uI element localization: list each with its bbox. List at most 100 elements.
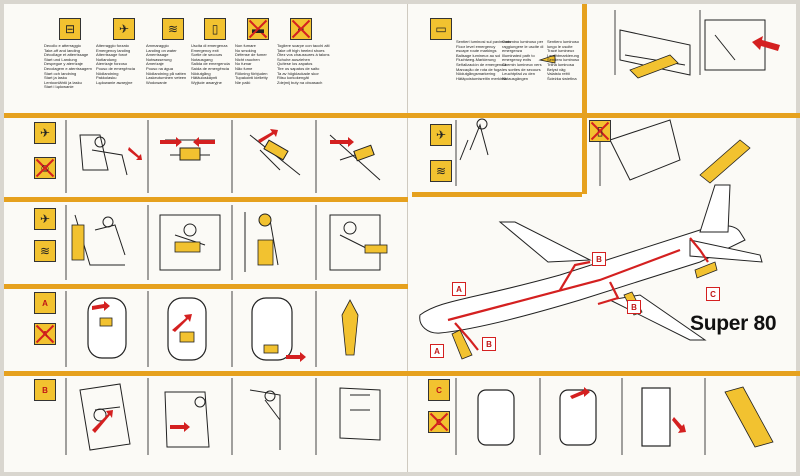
row2-cushions	[71, 224, 388, 266]
row2-water-symbol: ≋	[34, 240, 56, 262]
caption-line: Ammaraggio	[146, 43, 169, 48]
diagram-label: A	[434, 346, 440, 356]
diagram-exit-a-left: A	[452, 282, 466, 296]
caption-line: Trilha luminosa	[547, 61, 574, 67]
yellow-band-4	[4, 371, 800, 376]
caption-line: emergency exits	[502, 57, 532, 63]
caption-line: Start und Landung	[44, 56, 77, 62]
caption-line: Nödutgång	[191, 70, 211, 76]
diagram-label: B	[631, 302, 637, 312]
caption-line: Tracé lumineux	[547, 48, 575, 54]
row3-handles	[99, 299, 359, 356]
row1-arrows	[128, 129, 354, 160]
row4-arrows	[92, 410, 190, 433]
caption-line: Sentiero luminoso	[547, 39, 580, 44]
caption-line: Zdejmij buty na obcasach	[277, 79, 323, 85]
exit-b-label: B	[42, 385, 48, 395]
yellow-vband	[582, 4, 587, 194]
caption-line: emergenza	[502, 48, 523, 54]
caption-line: Wodowanie	[146, 79, 167, 85]
caption-line: Emergency exit	[191, 47, 219, 53]
caption-line: Ścieżka świetlna	[547, 75, 577, 81]
door-icon: ▯	[211, 22, 219, 36]
plane-icon: ✈	[39, 126, 51, 140]
caption-line: Quítese los zapatos	[277, 61, 313, 67]
diagram-label: C	[710, 289, 716, 299]
caption-line: escape route markings	[456, 48, 497, 54]
right-slides	[538, 54, 751, 184]
caption-line: Cammino luminoso per	[502, 39, 544, 44]
caption-line: Leuchtmarkierung	[547, 52, 580, 58]
caption-line: Take off high heeled shoes	[277, 47, 325, 53]
caption-line: Chemin lumineux vers	[502, 61, 542, 67]
aircraft-title: Super 80	[690, 312, 777, 335]
row3-exit-a-symbol: A	[34, 292, 56, 314]
yellow-band-1	[4, 113, 800, 118]
caption-line: Señalización de emergencia	[456, 61, 507, 67]
row3-doors	[87, 297, 293, 361]
escape-route-lines	[447, 237, 709, 351]
caption-line: Défense de fumer	[235, 52, 267, 58]
caption-line: Schuhe ausziehen	[277, 56, 310, 62]
caption-line: Não fume	[235, 65, 253, 71]
floor-path-symbol: ▭	[430, 18, 452, 40]
caption-line: Nödutgångsmarkering	[456, 71, 496, 77]
bottom-right-arrows	[570, 387, 686, 433]
yellow-band-5	[412, 192, 582, 197]
caption-line: Lądowanie awaryjne	[96, 79, 133, 85]
row1-illustrations	[79, 134, 381, 181]
row2-illustrations	[74, 212, 381, 272]
diagram-exit-a-right: A	[430, 344, 444, 358]
exit-a-label: A	[42, 298, 48, 308]
caption-line: Hätäpoistumisreitin merkintä	[456, 75, 507, 81]
row4-exit-b-symbol: B	[34, 379, 56, 401]
diagram-exit-c-tail: C	[706, 287, 720, 301]
emergency-landing-symbol: ✈	[113, 18, 135, 40]
caption-line: Lentoonlähtö ja lasku	[44, 79, 82, 85]
caption-line: Despegue y aterrizaje	[44, 61, 83, 67]
wave-icon: ≋	[167, 22, 179, 36]
diagram-label: B	[596, 254, 602, 264]
diagram-exit-b-right: B	[482, 337, 496, 351]
caption-line: Décollage et atterrissage	[44, 52, 89, 58]
caption-line: Start i lądowanie	[44, 84, 74, 90]
caption-line: Floor level emergency	[456, 43, 496, 49]
plane-down-icon: ✈	[118, 22, 130, 36]
caption-line: Aterrizaje forzoso	[96, 61, 128, 67]
row2-landing-symbol: ✈	[34, 208, 56, 230]
caption-line: Notausgang	[191, 56, 213, 62]
caption-line: Nie palić	[235, 79, 251, 85]
plane-down-icon: ✈	[39, 212, 51, 226]
caption-line: No fumar	[235, 61, 252, 67]
caption-line: Tire os sapatos de salto	[277, 65, 320, 71]
caption-line: Tupakointi kielletty	[235, 75, 268, 81]
exit-c-label: C	[436, 385, 442, 395]
caption-line: Sentieri luminosi sul pavimento	[456, 39, 512, 44]
row4-illustrations	[79, 383, 381, 451]
caption-line: Wyjście awaryjne	[191, 79, 222, 85]
caption-line: Decollo e atterraggio	[44, 43, 81, 48]
caption-line: Laskeutuminen veteen	[146, 75, 187, 81]
caption-line: Notwasserung	[146, 56, 172, 62]
row1-takeoff-symbol: ✈	[34, 122, 56, 144]
exit-door-symbol: ▯	[204, 18, 226, 40]
caption-line: Leuchtpfad zu den	[502, 71, 535, 77]
right-top-illustrations	[459, 19, 766, 181]
caption-line: lungo le uscite	[547, 43, 573, 49]
caption-line: Pouso de emergência	[96, 65, 135, 71]
exit-b-blocked-symbol: ▯	[589, 120, 611, 142]
caption-line: Uscita di emergenza	[191, 43, 228, 48]
exit-c-blocked-symbol: C	[428, 411, 450, 433]
caption-line: Saída de emergência	[191, 65, 230, 71]
caption-line: Fluchtweg-Markierung	[456, 57, 496, 63]
row3-exit-a-blocked-symbol: A	[34, 323, 56, 345]
caption-line: Pouso na água	[146, 65, 173, 71]
caption-line: Valaistu reitti	[547, 71, 570, 77]
